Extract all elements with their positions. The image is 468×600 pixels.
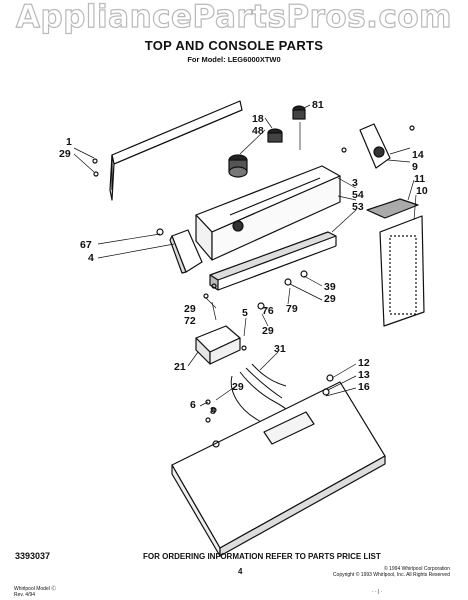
corner-note: Whirlpool Model Ⓒ Rev. 4/94: [14, 586, 56, 598]
callout-label: 81: [312, 99, 324, 111]
callout-label: 48: [252, 125, 264, 137]
callout-label: 29: [59, 148, 71, 160]
callout-label: 21: [174, 361, 186, 373]
model-subtitle: For Model: LEG6000XTW0: [187, 55, 281, 64]
callout-label: 13: [358, 369, 370, 381]
callout-label: 11: [414, 173, 425, 185]
callout-label: 9: [412, 161, 418, 173]
callout-label: 29: [262, 325, 274, 337]
copyright-block: © 1994 Whirlpool Corporation Copyright ©…: [300, 566, 450, 578]
callout-label: 79: [286, 303, 298, 315]
callout-label: 6: [190, 399, 196, 411]
timer: [195, 325, 241, 365]
watermark-text: AppliancePartsPros.com: [15, 0, 452, 35]
right-end-cap: [359, 123, 391, 169]
leader-lines: [73, 104, 417, 411]
document-number: 3393037: [15, 551, 51, 561]
ordering-instruction: FOR ORDERING INFORMATION REFER TO PARTS …: [143, 552, 381, 561]
callout-label: 5: [242, 307, 248, 319]
diagram-title: TOP AND CONSOLE PARTS: [144, 38, 324, 53]
callout-label: 8: [210, 405, 216, 417]
top-panel: [171, 381, 386, 557]
callout-label: 72: [184, 315, 196, 327]
callout-label: 29: [184, 303, 196, 315]
corner-line: Rev. 4/94: [14, 592, 36, 598]
rear-bracket: [92, 100, 243, 201]
callout-labels: 1 29 18 48 81 3 54 53 14 9 11 10 67 4 39…: [59, 99, 428, 417]
page-number: 4: [238, 567, 243, 576]
callout-label: 14: [412, 149, 424, 161]
callout-label: 67: [80, 239, 92, 251]
callout-label: 54: [352, 189, 364, 201]
callout-label: 10: [416, 185, 428, 197]
callout-label: 53: [352, 201, 364, 213]
callout-label: 29: [232, 381, 244, 393]
callout-label: 4: [88, 252, 94, 264]
callout-label: 39: [324, 281, 336, 293]
callout-label: 1: [66, 136, 72, 148]
callout-label: 12: [358, 357, 370, 369]
bottom-mark: · · | ·: [372, 589, 383, 595]
control-console: [195, 165, 341, 261]
left-end-cap: [169, 229, 203, 274]
callout-label: 29: [324, 293, 336, 305]
callout-label: 76: [262, 305, 274, 317]
callout-label: 18: [252, 113, 264, 125]
lint-panel: [366, 198, 425, 327]
copyright-line: Copyright © 1993 Whirlpool, Inc. All Rig…: [332, 572, 450, 578]
callout-label: 16: [358, 381, 370, 393]
corner-line: Whirlpool Model Ⓒ: [14, 586, 57, 592]
hardware: [156, 125, 415, 448]
callout-label: 3: [352, 177, 358, 189]
knob-assembly: [228, 105, 306, 178]
copyright-line: © 1994 Whirlpool Corporation: [384, 566, 450, 572]
callout-label: 31: [274, 343, 286, 355]
